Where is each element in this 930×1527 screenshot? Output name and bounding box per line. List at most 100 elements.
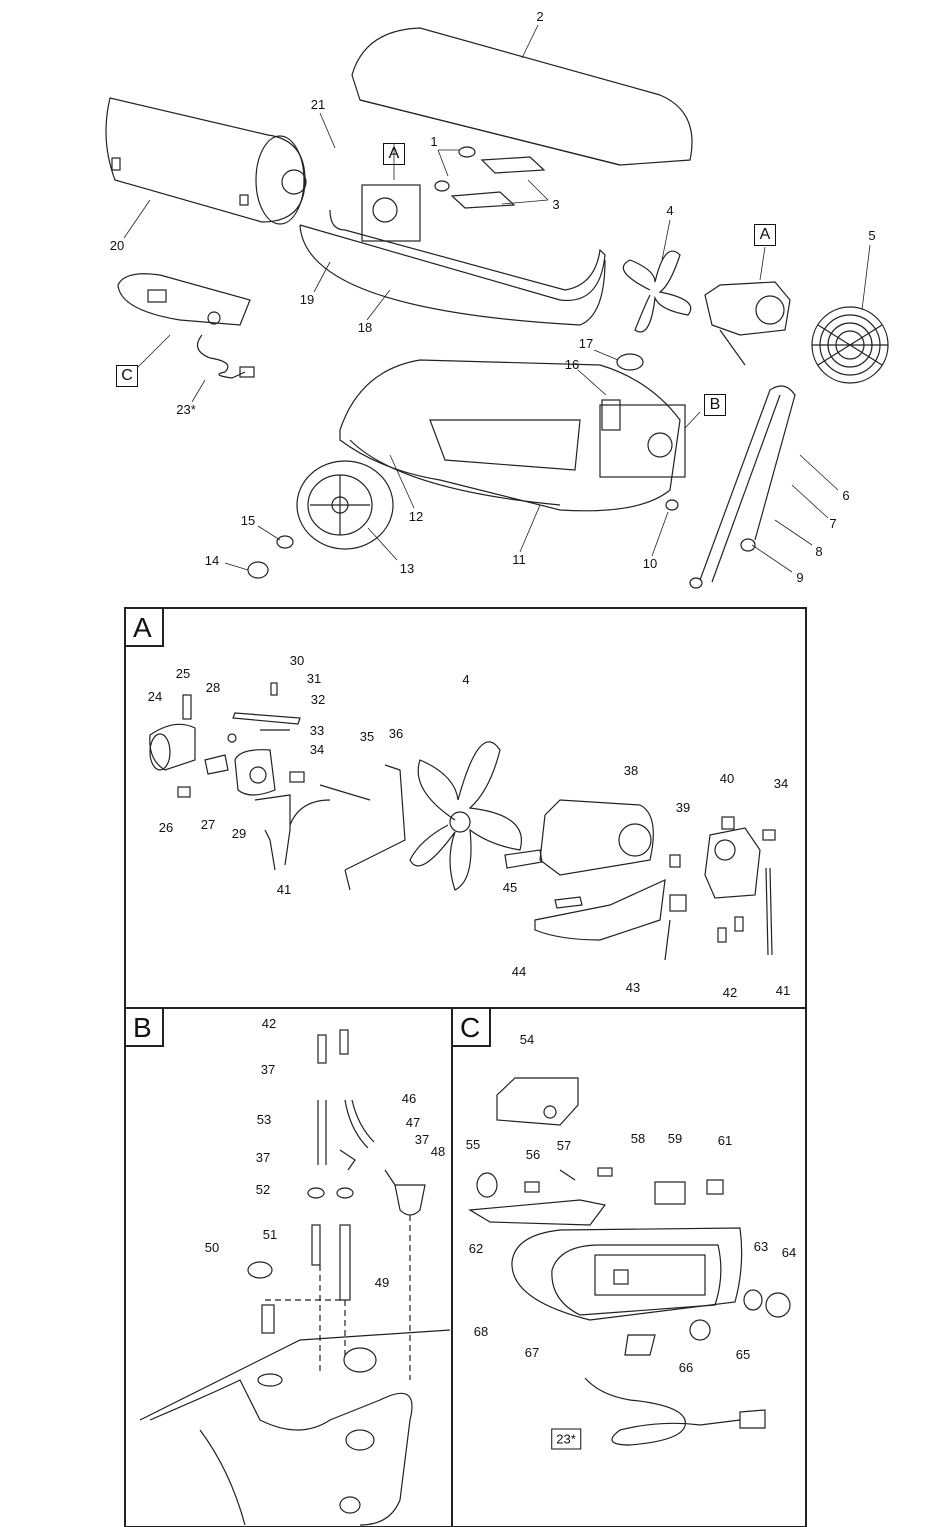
section-c-frame	[451, 1007, 807, 1527]
detail-b-frame-small	[599, 404, 686, 478]
callout: 42	[261, 1016, 277, 1031]
callout: 48	[430, 1144, 446, 1159]
callout: 3	[552, 197, 560, 212]
callout-box-23-c: 23*	[551, 1428, 581, 1450]
wheel-shape	[296, 460, 394, 550]
callout: 14	[204, 553, 220, 568]
callout: 45	[502, 880, 518, 895]
section-b-tag: B	[133, 1012, 152, 1043]
power-cable-c	[584, 1377, 741, 1446]
callout: 33	[309, 723, 325, 738]
callout: 1	[430, 134, 438, 149]
callout: 55	[465, 1137, 481, 1152]
gasket-68	[511, 1227, 743, 1321]
callout: 12	[408, 509, 424, 524]
callout: 44	[511, 964, 527, 979]
callout: 66	[678, 1360, 694, 1375]
plate-62	[468, 1199, 607, 1226]
callout: 41	[276, 882, 292, 897]
callout: 67	[524, 1345, 540, 1360]
callout: 38	[623, 763, 639, 778]
callout: 47	[405, 1115, 421, 1130]
fan-small-shape	[622, 250, 692, 333]
callout: 31	[306, 671, 322, 686]
callout: 37	[260, 1062, 276, 1077]
callout: 29	[231, 826, 247, 841]
callout: 62	[468, 1241, 484, 1256]
callout: 59	[667, 1131, 683, 1146]
callout: 15	[240, 513, 256, 528]
bracket-44	[534, 879, 666, 941]
callout: 43	[625, 980, 641, 995]
callout-box-c: C	[116, 365, 138, 387]
filter-48	[394, 1184, 426, 1216]
motor-38	[539, 799, 654, 876]
callout: 54	[519, 1032, 535, 1047]
callout: 10	[642, 556, 658, 571]
callout: 26	[158, 820, 174, 835]
outer-cylinder-shape	[105, 97, 306, 223]
callout: 6	[842, 488, 850, 503]
callout: 52	[255, 1182, 271, 1197]
cap-50	[247, 1261, 273, 1279]
callout: 41	[775, 983, 791, 998]
callout: 40	[719, 771, 735, 786]
callout: 61	[717, 1133, 733, 1148]
callout: 23*	[176, 402, 196, 417]
section-c-tag: C	[460, 1012, 481, 1043]
switch-66	[624, 1334, 656, 1356]
callout-box-a-right: A	[754, 224, 776, 246]
callout: 34	[773, 776, 789, 791]
handle-shape	[699, 385, 796, 581]
callout: 13	[399, 561, 415, 576]
callout: 19	[299, 292, 315, 307]
callout: 51	[262, 1227, 278, 1242]
callout: 53	[256, 1112, 272, 1127]
callout: 16	[564, 357, 580, 372]
callout: 17	[578, 336, 594, 351]
ignition-lead-35	[289, 784, 371, 826]
top-cover-shape	[351, 27, 693, 166]
callout: 27	[200, 817, 216, 832]
callout: 11	[512, 552, 526, 567]
callout: 46	[401, 1091, 417, 1106]
callout: 25	[175, 666, 191, 681]
hose-46	[344, 1099, 375, 1149]
callout: 56	[525, 1147, 541, 1162]
callout: 20	[109, 238, 125, 253]
callout: 57	[556, 1138, 572, 1153]
pump-40	[704, 827, 761, 899]
callout: 36	[388, 726, 404, 741]
panel-67	[551, 1244, 722, 1316]
callout-box-b: B	[704, 394, 726, 416]
callout: 2	[536, 9, 544, 24]
callout: 34	[309, 742, 325, 757]
callout: 21	[310, 97, 326, 112]
callout: 9	[796, 570, 804, 585]
callout: 50	[204, 1240, 220, 1255]
callout: 32	[310, 692, 326, 707]
callout: 37	[255, 1150, 271, 1165]
callout: 24	[147, 689, 163, 704]
fan-large-shape	[409, 741, 522, 891]
callout: 7	[829, 516, 837, 531]
burner-head-24	[149, 723, 196, 771]
callout: 8	[815, 544, 823, 559]
callout: 65	[735, 1347, 751, 1362]
tank-chassis-shape	[339, 359, 681, 512]
hose-53	[317, 1100, 327, 1165]
callout: 49	[374, 1275, 390, 1290]
bottom-shell-shape	[299, 209, 606, 302]
callout: 64	[781, 1245, 797, 1260]
callout: 42	[722, 985, 738, 1000]
callout: 18	[357, 320, 373, 335]
nozzle-holder-29	[234, 749, 276, 796]
callout: 28	[205, 680, 221, 695]
detail-a-frame-small	[361, 184, 421, 242]
section-a-tag: A	[133, 612, 152, 643]
callout: 63	[753, 1239, 769, 1254]
callout: 4	[666, 203, 674, 218]
control-box-54	[496, 1077, 579, 1126]
callout: 68	[473, 1324, 489, 1339]
callout: 30	[289, 653, 305, 668]
